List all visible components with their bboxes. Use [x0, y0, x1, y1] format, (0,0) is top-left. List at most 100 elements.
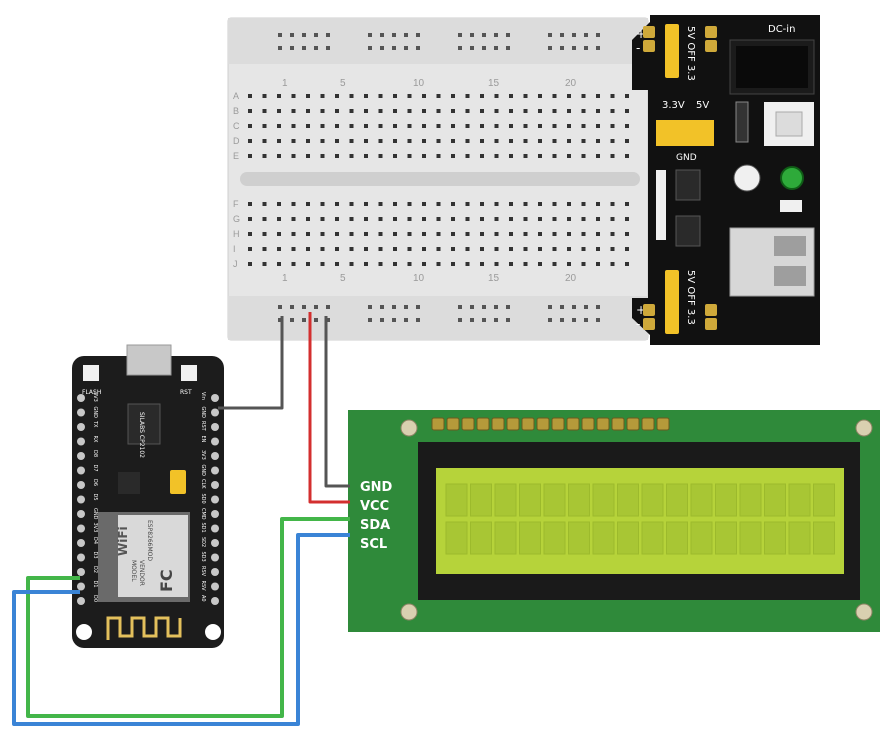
dc-in-label: DC-in	[768, 24, 795, 35]
row-label: D	[233, 136, 240, 146]
header-5v-label: 5V	[696, 100, 709, 111]
pin-label: RSV	[200, 581, 206, 592]
wire-vcc-lcd	[308, 312, 350, 504]
usb-uart-chip	[127, 403, 161, 445]
row-label: B	[233, 106, 239, 116]
jumper-label: 5V OFF 3.3	[685, 26, 696, 81]
gnd-label: GND	[676, 153, 697, 163]
breadboard-holes	[248, 33, 629, 322]
pin-label: SD0	[200, 494, 206, 504]
pin-label: D0	[92, 595, 98, 602]
row-label: F	[233, 199, 239, 209]
pin-label: EN	[200, 436, 206, 443]
led-indicator	[780, 166, 804, 190]
lcd-header-pins	[431, 417, 670, 431]
pin-label: D1	[92, 581, 98, 588]
header-3v3-label: 3.3V	[662, 100, 685, 111]
model-label: MODEL	[130, 560, 137, 582]
pin-label: D5	[92, 494, 98, 501]
lcd-character-grid	[445, 483, 835, 555]
usb-connector	[126, 344, 172, 376]
pin-label: 3V3	[200, 450, 206, 460]
pin-label: D3	[92, 552, 98, 559]
pin-label: GND	[92, 407, 98, 419]
row-label: G	[233, 214, 240, 224]
pin-label: TX	[92, 420, 98, 428]
column-label: 1	[282, 273, 288, 284]
nodemcu-pin-headers	[77, 394, 219, 605]
pin-label: RST	[200, 421, 206, 432]
jumper-label: 5V OFF 3.3	[685, 270, 696, 325]
lcd-pin-scl-label: SCL	[360, 537, 387, 552]
output-header	[656, 120, 714, 146]
wire-gnd-mcu	[218, 316, 284, 410]
flash-button	[83, 365, 99, 381]
pin-label: SD3	[200, 552, 206, 562]
breadboard-channel	[240, 172, 640, 186]
lcd-1602: GND VCC SDA SCL	[348, 410, 880, 632]
pin-label: D4	[92, 537, 98, 544]
voltage-jumper-bottom	[665, 270, 679, 334]
plus-label: +	[636, 27, 646, 41]
wires	[12, 312, 350, 726]
chip-label: SILABS CP2102	[138, 412, 145, 458]
pin-label: GND	[200, 407, 206, 419]
column-label: 20	[565, 273, 577, 284]
pin-label: RX	[92, 436, 98, 443]
nodemcu-pin-labels: Vin3V3GNDGNDRSTTXENRX3V3D8GNDD7CLKD6SD0D…	[92, 392, 206, 602]
module-label: ESP8266MOD	[146, 520, 153, 561]
pin-label: SD1	[200, 523, 206, 533]
vendor-label: VENDOR	[138, 560, 145, 586]
breadboard: 1 5 10 15 20 1 5 10 15 20 A B C D E F G …	[227, 17, 649, 341]
rst-label: RST	[180, 389, 192, 396]
wifi-logo: WiFi	[116, 526, 130, 556]
plus-label: +	[636, 303, 646, 317]
row-label: I	[233, 244, 236, 254]
power-supply-module: + - + - 5V OFF 3.3 5V OFF 3.3 3.3V 5V GN…	[632, 15, 820, 345]
pin-label: GND	[200, 465, 206, 477]
column-label: 5	[340, 273, 346, 284]
pin-label: 3V3	[92, 523, 98, 533]
potentiometer	[733, 164, 761, 192]
flash-label: FLASH	[82, 389, 101, 396]
pin-label: Vin	[200, 392, 206, 400]
nodemcu-board: FLASH RST SILABS CP2102 ESP8266MOD VENDO…	[72, 344, 224, 648]
column-label: 15	[488, 78, 500, 89]
wire-scl	[12, 533, 350, 726]
column-label: 10	[413, 78, 425, 89]
column-label: 5	[340, 78, 346, 89]
row-label: C	[233, 121, 240, 131]
pin-label: CLK	[200, 479, 206, 489]
pin-label: D7	[92, 465, 98, 472]
reset-button	[181, 365, 197, 381]
row-label: J	[233, 259, 238, 269]
wire-sda	[26, 517, 350, 718]
voltage-jumper-top	[665, 24, 679, 78]
column-label: 10	[413, 273, 425, 284]
row-label: H	[233, 229, 240, 239]
pin-label: D2	[92, 566, 98, 573]
pin-label: SD2	[200, 537, 206, 547]
column-label: 20	[565, 78, 577, 89]
minus-label: -	[636, 317, 640, 331]
wire-gnd-lcd	[324, 316, 350, 488]
column-label: 15	[488, 273, 500, 284]
pin-label: 3V3	[92, 392, 98, 402]
pin-label: RSV	[200, 566, 206, 577]
pcb-antenna	[106, 616, 182, 640]
column-label: 1	[282, 78, 288, 89]
pin-label: GND	[92, 508, 98, 520]
row-label: E	[233, 151, 239, 161]
pin-label: D6	[92, 479, 98, 486]
capacitor	[170, 470, 186, 494]
lcd-pin-vcc-label: VCC	[360, 499, 389, 514]
pin-label: A0	[200, 595, 206, 602]
lcd-pin-sda-label: SDA	[360, 518, 390, 533]
fc-logo: FC	[157, 569, 176, 592]
lcd-pin-gnd-label: GND	[360, 480, 393, 495]
row-label: A	[233, 91, 239, 101]
minus-label: -	[636, 41, 640, 55]
pin-label: CMD	[200, 508, 206, 520]
pin-label: D8	[92, 450, 98, 457]
